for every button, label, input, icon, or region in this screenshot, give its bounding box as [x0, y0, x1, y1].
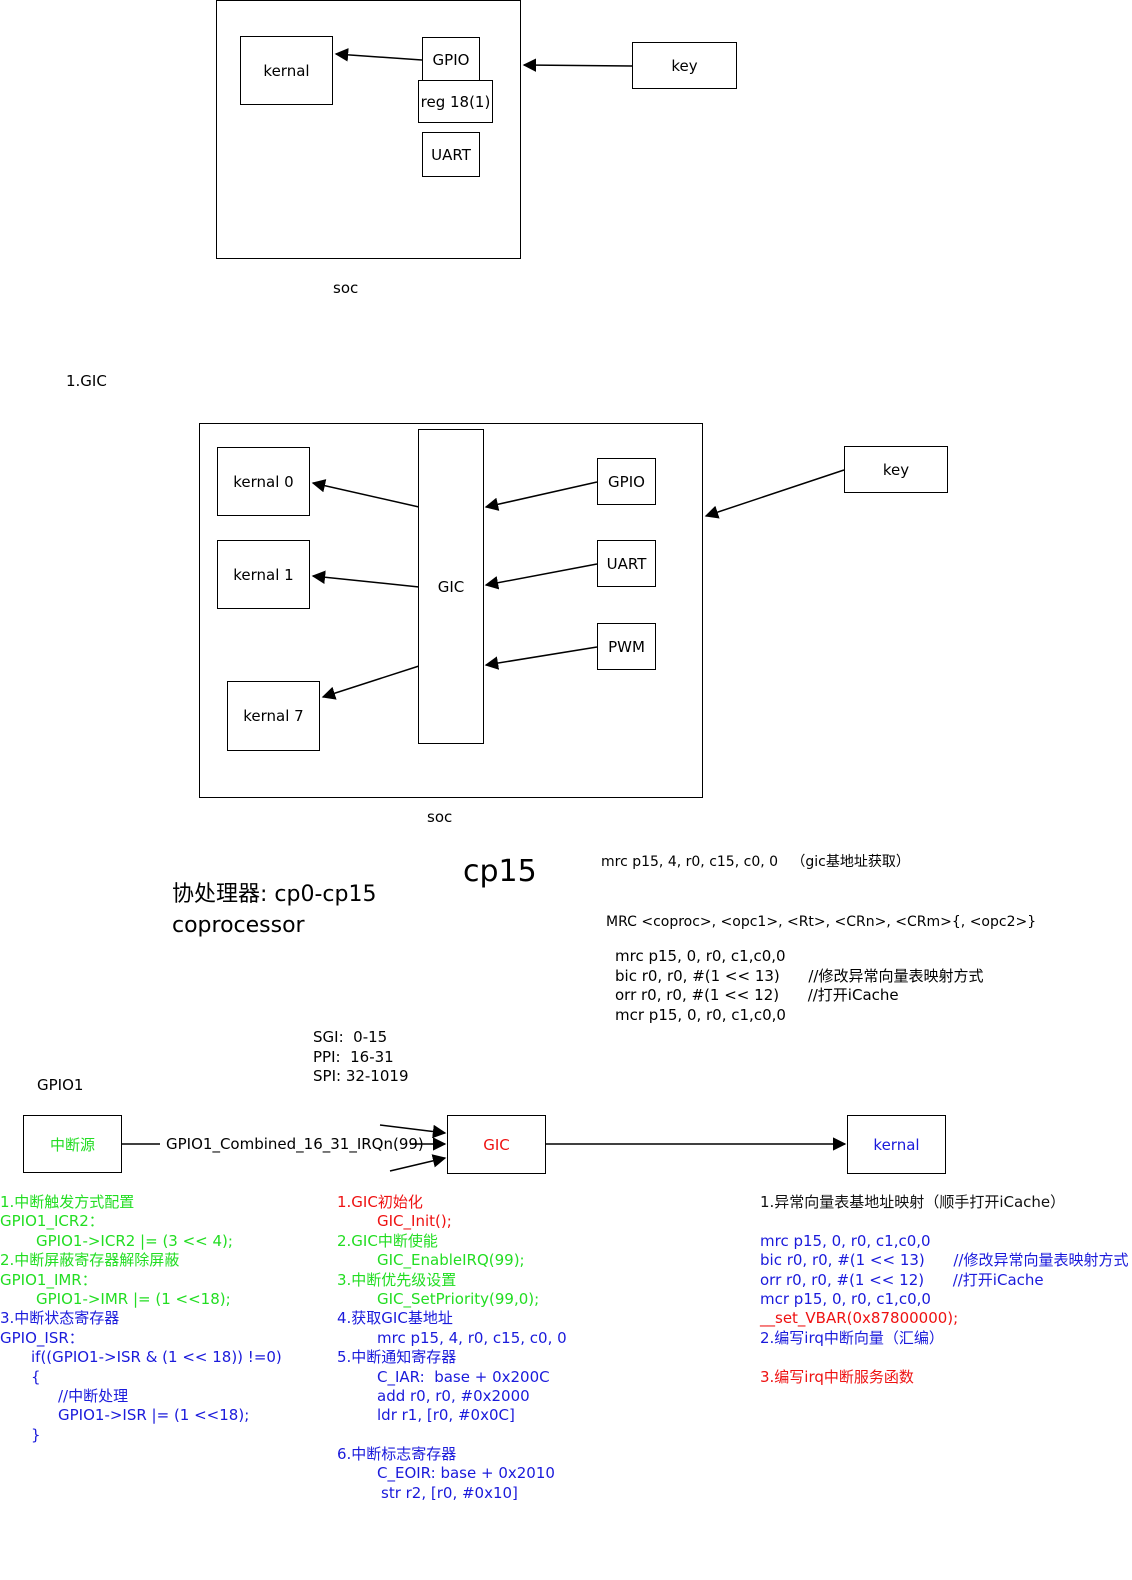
kernal-box: kernal — [240, 36, 333, 105]
arrow-lower-to-gic — [389, 1154, 447, 1172]
arrow-gic-to-kernal7 — [321, 665, 420, 700]
kernal-note-line: mrc p15, 0, r0, c1,c0,0 — [760, 1231, 931, 1250]
section-title: 1.GIC — [66, 372, 107, 390]
irq-range-line: SGI: 0-15 — [313, 1028, 388, 1046]
gpio-box-2: GPIO — [597, 458, 656, 505]
soc-frame-1 — [216, 0, 521, 259]
arrow-pwm-to-gic — [484, 646, 598, 670]
arrow-gpio-to-gic — [484, 481, 598, 511]
reg-box: reg 18(1) — [418, 80, 493, 123]
coprocessor-title: 协处理器: cp0-cp15 — [172, 882, 377, 907]
irq-range-line: PPI: 16-31 — [313, 1047, 394, 1066]
gic-note-line: GIC_SetPriority(99,0); — [377, 1289, 540, 1308]
gpio-note-line: 2.中断屏蔽寄存器解除屏蔽 — [0, 1251, 180, 1270]
kernal1-box: kernal 1 — [217, 540, 310, 609]
kernal-note-line: bic r0, r0, #(1 << 13) //修改异常向量表映射方式 — [760, 1251, 1129, 1270]
gpio-note-line: { — [31, 1367, 41, 1386]
gpio-box: GPIO — [422, 37, 480, 83]
gpio1-label: GPIO1 — [37, 1076, 84, 1094]
kernal-note-line: mcr p15, 0, r0, c1,c0,0 — [760, 1289, 931, 1308]
gpio-note-line: GPIO1_IMR： — [0, 1270, 97, 1289]
gpio-note-line: if((GPIO1->ISR & (1 << 18)) !=0) — [31, 1348, 282, 1367]
soc-label-2: soc — [427, 808, 453, 826]
gpio-note-line: //中断处理 — [58, 1386, 129, 1405]
soc-frame-2 — [199, 423, 703, 798]
gic-note-line: mrc p15, 4, r0, c15, c0, 0 — [377, 1328, 567, 1347]
gic-note-line: GIC_EnableIRQ(99); — [377, 1251, 525, 1270]
mrc-gic-line: mrc p15, 4, r0, c15, c0, 0 （gic基地址获取） — [601, 854, 910, 870]
arrow-uart-to-gic — [484, 563, 598, 590]
arrow-gpio-to-kernal — [334, 48, 423, 62]
soc-label-1: soc — [333, 279, 359, 297]
gic-note-line: 2.GIC中断使能 — [337, 1231, 438, 1250]
gic-note-line: GIC_Init(); — [377, 1212, 452, 1231]
gic-note-line: 5.中断通知寄存器 — [337, 1348, 457, 1367]
gpio-note-line: GPIO1->IMR |= (1 <<18); — [36, 1289, 231, 1308]
gic-note-line — [337, 1426, 567, 1445]
key-box: key — [632, 42, 737, 89]
kernal-notes: 1.异常向量表基地址映射（顺手打开iCache） mrc p15, 0, r0, … — [760, 1193, 1129, 1387]
gic-box-3: GIC — [447, 1115, 546, 1174]
kernal-note-line — [760, 1348, 1129, 1367]
gpio-note-line: 3.中断状态寄存器 — [0, 1309, 120, 1328]
uart-box-2: UART — [597, 540, 656, 587]
kernal-note-line — [760, 1212, 1129, 1231]
arrow-gic-to-kernal1 — [311, 570, 420, 588]
gpio-note-line: 1.中断触发方式配置 — [0, 1193, 135, 1211]
gpio-note-line: GPIO1->ISR |= (1 <<18); — [58, 1406, 250, 1425]
kernal0-box: kernal 0 — [217, 447, 310, 516]
key-box-2: key — [844, 446, 948, 493]
kernal-note-line: 2.编写irq中断向量（汇编） — [760, 1328, 944, 1347]
irq-range-line: SPI: 32-1019 — [313, 1067, 409, 1085]
cp15-label: cp15 — [463, 854, 537, 889]
gic-note-line: 6.中断标志寄存器 — [337, 1445, 457, 1464]
irq-number-label: GPIO1_Combined_16_31_IRQn(99) — [166, 1135, 424, 1153]
kernal-note-line: 3.编写irq中断服务函数 — [760, 1367, 914, 1386]
gic-note-line: 1.GIC初始化 — [337, 1193, 423, 1211]
gic-note-line: add r0, r0, #0x2000 — [377, 1386, 530, 1405]
gpio-note-line: } — [31, 1425, 41, 1444]
arrow-key-to-soc — [522, 58, 633, 72]
gic-note-line: 3.中断优先级设置 — [337, 1270, 457, 1289]
kernal-note-line: 1.异常向量表基地址映射（顺手打开iCache） — [760, 1193, 1066, 1211]
cp-code-line: mrc p15, 0, r0, c1,c0,0 — [615, 947, 786, 965]
interrupt-source-box: 中断源 — [23, 1115, 122, 1173]
uart-box: UART — [422, 132, 480, 177]
coprocessor-subtitle: coprocessor — [172, 913, 305, 938]
kernal-note-line: __set_VBAR(0x87800000); — [760, 1309, 959, 1328]
gic-note-line: C_EOIR: base + 0x2010 — [377, 1464, 555, 1483]
arrow-upper-to-gic — [379, 1124, 447, 1139]
kernal-box-3: kernal — [847, 1115, 946, 1174]
arrow-key-to-soc2 — [704, 469, 845, 519]
gic-note-line: str r2, [r0, #0x10] — [381, 1483, 518, 1502]
gpio-note-line: GPIO_ISR： — [0, 1328, 84, 1347]
gpio-note-line: GPIO1_ICR2： — [0, 1212, 104, 1231]
cp-code-line: bic r0, r0, #(1 << 13) //修改异常向量表映射方式 — [615, 966, 984, 985]
gic-note-line: C_IAR: base + 0x200C — [377, 1367, 550, 1386]
arrow-gic-to-kernal0 — [311, 479, 420, 508]
cp-code-line: mcr p15, 0, r0, c1,c0,0 — [615, 1005, 786, 1024]
gic-box: GIC — [418, 429, 484, 744]
gpio-note-line: GPIO1->ICR2 |= (3 << 4); — [36, 1231, 233, 1250]
gic-note-line: 4.获取GIC基地址 — [337, 1309, 453, 1328]
pwm-box: PWM — [597, 623, 656, 670]
mrc-syntax-line: MRC <coproc>, <opc1>, <Rt>, <CRn>, <CRm>… — [606, 914, 1037, 930]
gic-note-line: ldr r1, [r0, #0x0C] — [377, 1406, 515, 1425]
kernal7-box: kernal 7 — [227, 681, 320, 751]
kernal-note-line: orr r0, r0, #(1 << 12) //打开iCache — [760, 1270, 1044, 1289]
cp-code-line: orr r0, r0, #(1 << 12) //打开iCache — [615, 986, 899, 1004]
